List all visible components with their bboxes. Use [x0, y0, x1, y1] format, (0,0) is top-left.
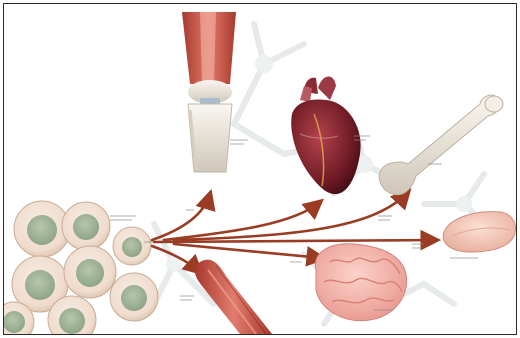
heart-illustration — [291, 76, 360, 194]
arrow-to-brain — [174, 244, 322, 258]
stem-cell — [64, 246, 116, 298]
stem-cell-cluster — [4, 201, 158, 334]
stem-cell — [110, 273, 158, 321]
stem-cell — [14, 201, 70, 257]
stem-cell-diagram — [4, 4, 516, 334]
arrow-to-heart — [164, 202, 320, 240]
brain-illustration — [315, 244, 406, 321]
skin-tissue-illustration — [443, 212, 515, 252]
knee-joint-illustration — [182, 12, 236, 172]
bone-illustration — [379, 95, 503, 195]
figure-frame — [3, 3, 517, 335]
stem-cell-origin — [113, 227, 151, 265]
stem-cell — [62, 202, 110, 250]
